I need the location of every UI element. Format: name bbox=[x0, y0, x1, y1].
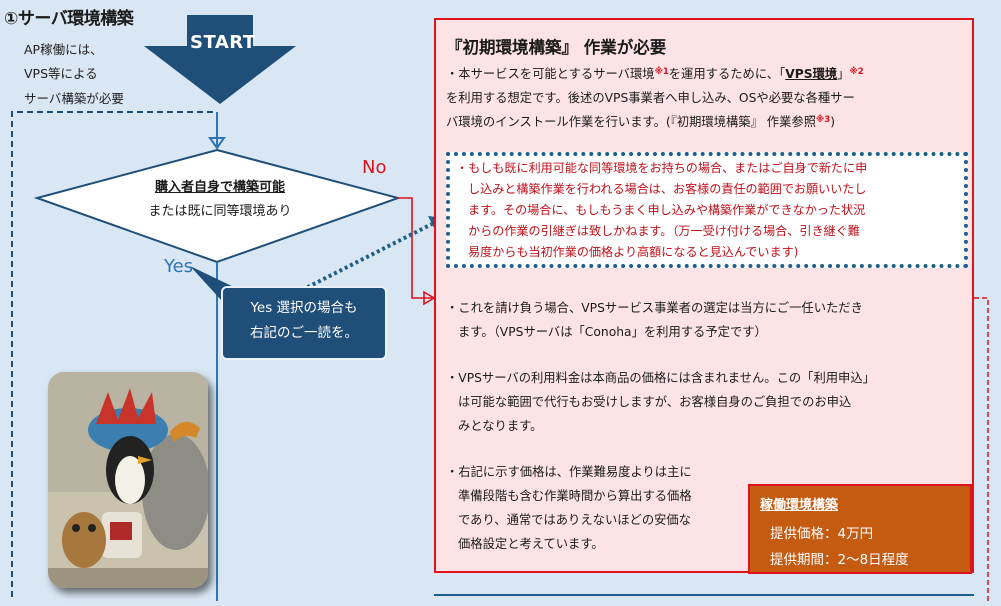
arrowhead-decision bbox=[208, 137, 226, 150]
panel-title: 『初期環境構築』 作業が必要 bbox=[446, 38, 667, 57]
para3-line3: みとなります。 bbox=[458, 419, 543, 433]
warning-line: からの作業の引継ぎは致しかねます。（万一受け付ける場合、引き継ぐ難 bbox=[468, 224, 860, 238]
price-period: 提供期間：2～8日程度 bbox=[770, 552, 909, 568]
requirements-panel bbox=[434, 18, 974, 573]
price-title: 稼働環境構築 bbox=[760, 498, 839, 513]
para1-line1: ・本サービスを可能とするサーバ環境※1を運用するために、「VPS環境」※2 bbox=[446, 67, 864, 81]
dashed-connector-right bbox=[974, 297, 989, 601]
price-fee: 提供価格：4万円 bbox=[770, 526, 874, 542]
warning-line: ・もしも既に利用可能な同等環境をお持ちの場合、またはご自身で新たに申 bbox=[456, 161, 868, 175]
step-title: ①サーバ環境構築 bbox=[4, 9, 134, 29]
decision-line-2: または既に同等環境あり bbox=[148, 204, 292, 219]
para2-line1: ・これを請け負う場合、VPSサービス事業者の選定は当方にご一任いただき bbox=[446, 301, 863, 315]
dashed-connector-left bbox=[11, 111, 213, 601]
mascot-illustration bbox=[48, 372, 208, 588]
decision-line-1: 購入者自身で構築可能 bbox=[154, 180, 285, 195]
warning-line: ます。その場合に、もしもうまく申し込みや構築作業ができなかった状況 bbox=[468, 203, 866, 217]
note-line-1: AP稼働には、 bbox=[24, 42, 103, 57]
yes-branch-label: Yes bbox=[164, 256, 194, 277]
arrowhead-no bbox=[423, 290, 436, 306]
para4-line3: であり、通常ではありえないほどの安価な bbox=[458, 513, 692, 527]
no-branch-label: No bbox=[362, 157, 387, 178]
callout-shape bbox=[221, 286, 387, 360]
decision-text: 購入者自身で構築可能 または既に同等環境あり bbox=[60, 176, 380, 224]
note-line-3: サーバ構築が必要 bbox=[24, 91, 124, 106]
para4-line4: 価格設定と考えています。 bbox=[458, 537, 604, 551]
para2-line2: ます。（VPSサーバは「Conoha」を利用する予定です） bbox=[458, 325, 767, 339]
start-arrow-shape bbox=[144, 15, 296, 104]
warning-text: ・もしも既に利用可能な同等環境をお持ちの場合、またはご自身で新たに申 し込みと構… bbox=[456, 158, 867, 263]
para3-line2: は可能な範囲で代行もお受けしますが、お客様自身のご負担でのお申込 bbox=[458, 395, 852, 409]
callout-line-1: Yes 選択の場合も bbox=[250, 300, 358, 316]
warning-box bbox=[446, 152, 968, 268]
note-line-2: VPS等による bbox=[24, 66, 98, 81]
para4-line1: ・右記に示す価格は、作業難易度よりは主に bbox=[446, 465, 692, 479]
callout-line-2: 右記のご一読を。 bbox=[250, 325, 358, 341]
warning-line: し込みと構築作業を行われる場合は、お客様の責任の範囲でお願いいたし bbox=[468, 182, 867, 196]
para1-line2: を利用する想定です。後述のVPS事業者へ申し込み、OSや必要な各種サー bbox=[446, 91, 855, 105]
para3-line1: ・VPSサーバの利用料金は本商品の価格には含まれません。この「利用申込」 bbox=[446, 371, 875, 385]
warning-line: 易度からも当初作業の価格より高額になると見込んでいます) bbox=[468, 245, 799, 259]
flow-line-no bbox=[398, 197, 432, 299]
para1-line3: バ環境のインストール作業を行います。(『初期環境構築』 作業参照※3) bbox=[446, 115, 835, 129]
start-label: START bbox=[190, 32, 256, 53]
price-box bbox=[748, 484, 972, 574]
callout-text: Yes 選択の場合も 右記のご一読を。 bbox=[228, 296, 380, 346]
para4-line2: 準備段階も含む作業時間から算出する価格 bbox=[458, 489, 692, 503]
next-panel-edge bbox=[434, 594, 974, 606]
dotted-pointer bbox=[301, 222, 433, 292]
